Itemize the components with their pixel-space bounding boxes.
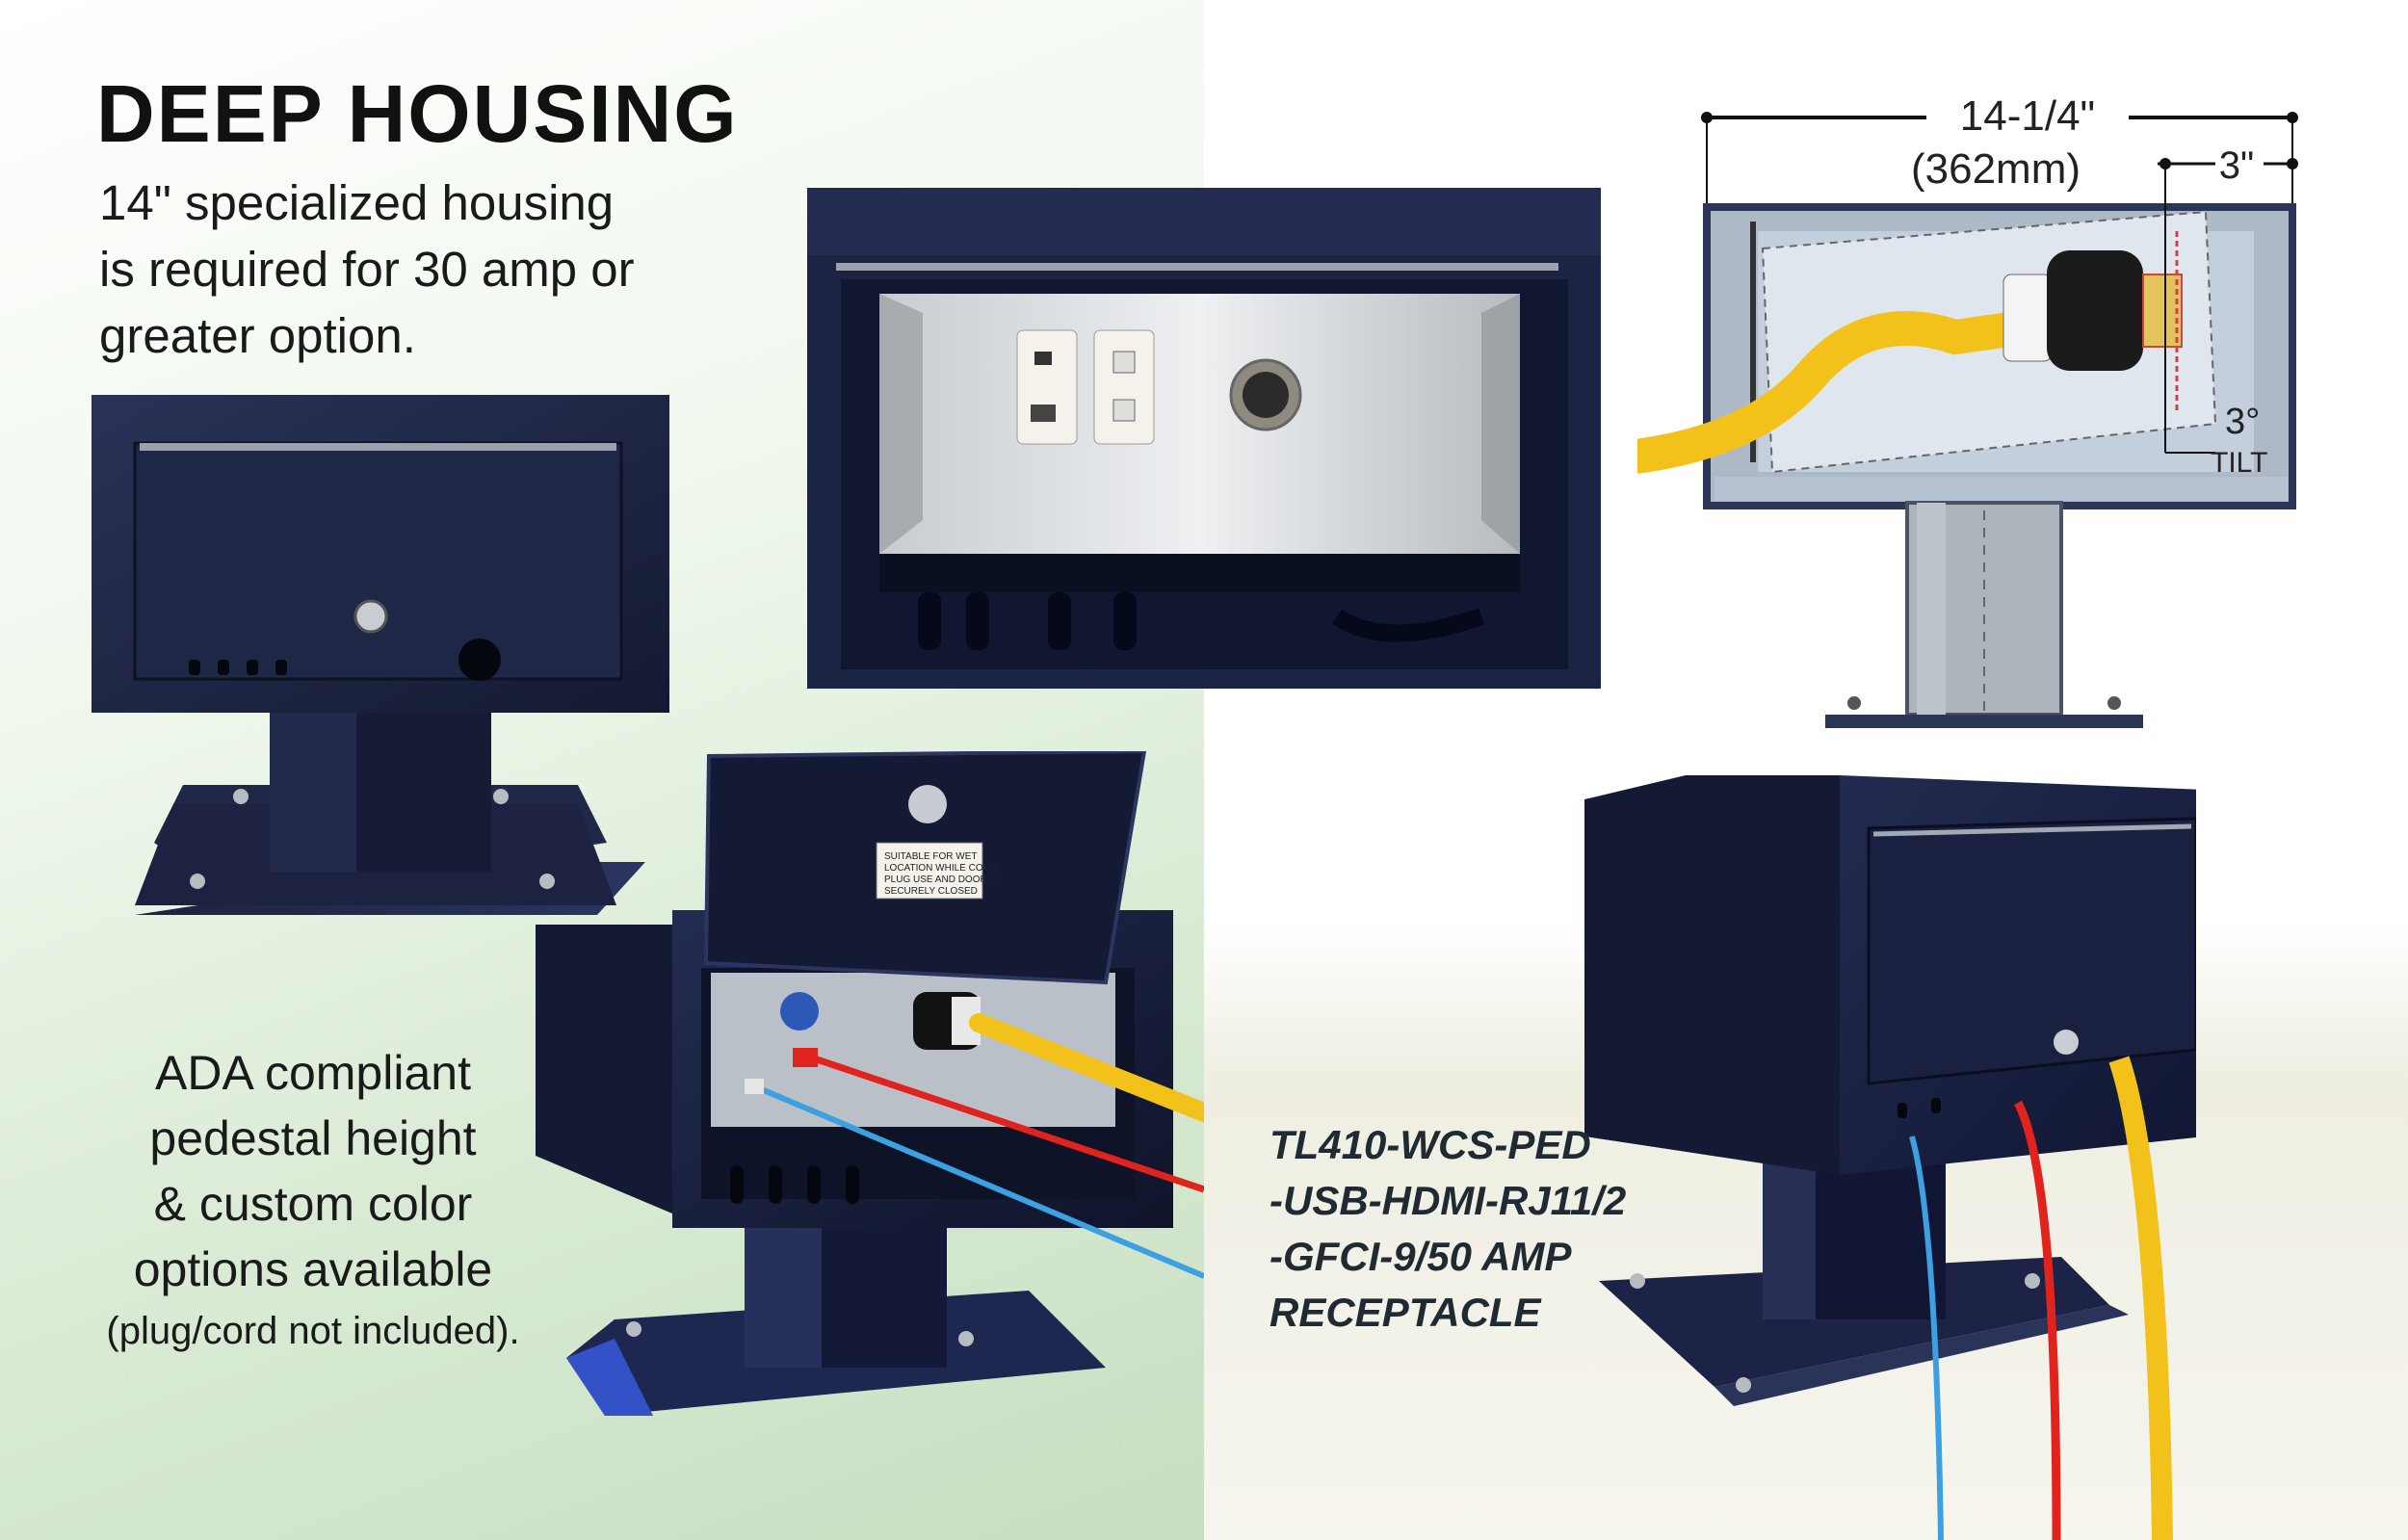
ada-line: pedestal height [149,1111,477,1165]
page-title: DEEP HOUSING [96,68,739,159]
tilt-label: TILT [2211,447,2267,479]
width-metric-label: (362mm) [1911,145,2081,193]
side-section-diagram: 14-1/4" (362mm) 3" 3° TILT [1637,92,2298,728]
closed-housing-photo [92,395,669,915]
width-imperial-label: 14-1/4" [1960,92,2095,140]
intro-text: 14" specialized housing is required for … [99,170,696,369]
model-line: -USB-HDMI-RJ11/2 [1269,1178,1627,1223]
closed-housing-with-cables-photo [1584,775,2196,1540]
warning-label-line: LOCATION WHILE CORD [884,863,997,874]
offset-label: 3" [2219,144,2254,187]
ada-line: ADA compliant [155,1046,471,1100]
plug-cord-note: (plug/cord not included). [106,1310,520,1352]
ada-line: & custom color [153,1177,473,1231]
model-line: -GFCI-9/50 AMP [1269,1234,1572,1279]
intro-line: greater option. [99,308,416,363]
tilt-angle-label: 3° [2225,402,2260,442]
warning-label-line: PLUG USE AND DOOR IS [884,874,999,885]
intro-line: 14" specialized housing [99,175,615,230]
open-housing-interior-photo [807,188,1601,689]
ada-line: options available [133,1242,493,1296]
model-line: TL410-WCS-PED [1269,1122,1591,1167]
model-line: RECEPTACLE [1269,1290,1541,1335]
warning-label-line: SECURELY CLOSED [884,886,978,897]
ada-note: ADA compliant pedestal height & custom c… [58,1040,568,1360]
warning-label-line: SUITABLE FOR WET [884,851,978,862]
intro-line: is required for 30 amp or [99,242,635,297]
model-number: TL410-WCS-PED -USB-HDMI-RJ11/2 -GFCI-9/5… [1269,1117,1626,1341]
open-housing-with-cables-photo: SUITABLE FOR WET LOCATION WHILE CORD PLU… [536,751,1204,1416]
